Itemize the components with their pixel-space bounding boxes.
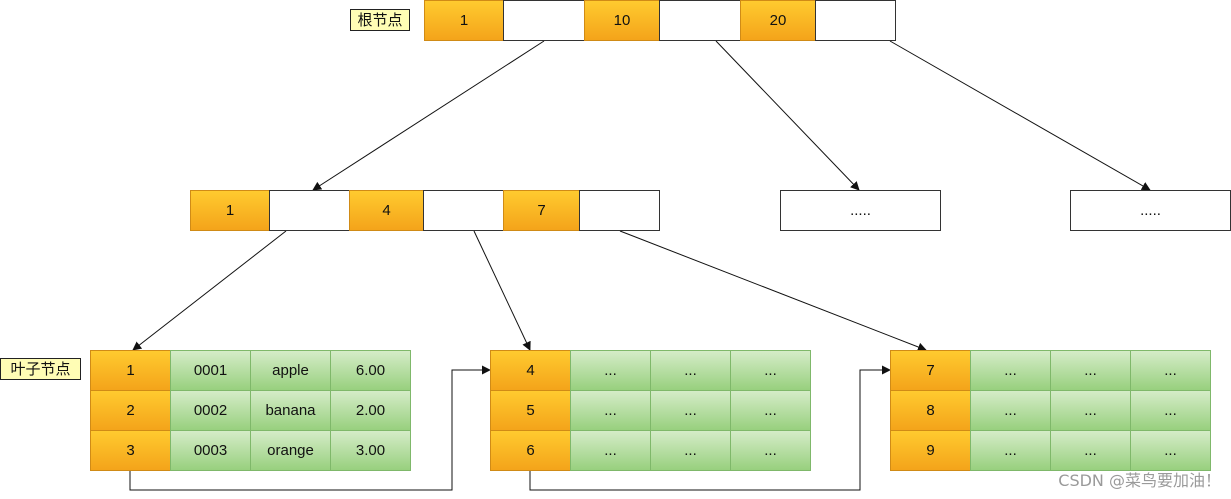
leaf-name-cell: ...: [650, 390, 731, 431]
leaf-key-cell: 1: [90, 350, 171, 391]
internal-key-1: 1: [190, 190, 270, 231]
leaf-price-cell: ...: [730, 430, 811, 471]
internal-key-3: 7: [503, 190, 580, 231]
internal-to-leaf1-arrow: [132, 230, 287, 351]
table-row: 8 ... ... ...: [890, 390, 1211, 431]
root-to-internal-right-arrow: [889, 40, 1151, 191]
leaf2-to-leaf3-link-arrow: [529, 365, 891, 491]
leaf-id-cell: ...: [570, 350, 651, 391]
internal-pointer-2: [423, 190, 504, 231]
internal-key-2: 4: [349, 190, 424, 231]
leaf-name-cell: ...: [1050, 350, 1131, 391]
leaf-price-cell: 6.00: [330, 350, 411, 391]
leaf-id-cell: ...: [570, 430, 651, 471]
leaf-key-cell: 2: [90, 390, 171, 431]
leaf-price-cell: ...: [1130, 350, 1211, 391]
root-node-label: 根节点: [350, 9, 410, 31]
leaf-price-cell: 3.00: [330, 430, 411, 471]
leaf1-to-leaf2-link-arrow: [129, 365, 491, 491]
table-row: 6 ... ... ...: [490, 430, 811, 471]
leaf-key-cell: 6: [490, 430, 571, 471]
watermark: CSDN @菜鸟要加油！: [1058, 471, 1221, 490]
table-row: 7 ... ... ...: [890, 350, 1211, 391]
leaf-name-cell: apple: [250, 350, 331, 391]
table-row: 1 0001 apple 6.00: [90, 350, 411, 391]
root-pointer-2: [659, 0, 741, 41]
table-row: 9 ... ... ...: [890, 430, 1211, 471]
leaf-key-cell: 4: [490, 350, 571, 391]
leaf-price-cell: ...: [1130, 430, 1211, 471]
table-row: 2 0002 banana 2.00: [90, 390, 411, 431]
table-row: 5 ... ... ...: [490, 390, 811, 431]
root-key-2: 10: [584, 0, 660, 41]
internal-node-placeholder-2: .....: [1070, 190, 1231, 231]
internal-node-placeholder-1: .....: [780, 190, 941, 231]
internal-to-leaf3-arrow: [619, 230, 927, 352]
leaf-name-cell: ...: [650, 430, 731, 471]
leaf-id-cell: ...: [970, 390, 1051, 431]
root-key-3: 20: [740, 0, 816, 41]
root-to-internal-middle-arrow: [715, 40, 860, 191]
table-row: 3 0003 orange 3.00: [90, 430, 411, 471]
leaf-id-cell: ...: [570, 390, 651, 431]
leaf-node-2: 4 ... ... ... 5 ... ... ... 6 ... ... ..…: [490, 350, 811, 471]
root-to-internal-left-arrow: [312, 40, 545, 191]
table-row: 4 ... ... ...: [490, 350, 811, 391]
leaf-price-cell: 2.00: [330, 390, 411, 431]
internal-pointer-1: [269, 190, 350, 231]
leaf-price-cell: ...: [730, 350, 811, 391]
leaf-key-cell: 7: [890, 350, 971, 391]
internal-node: 1 4 7: [190, 190, 660, 231]
leaf-key-cell: 9: [890, 430, 971, 471]
leaf-node-label: 叶子节点: [0, 358, 81, 380]
leaf-name-cell: orange: [250, 430, 331, 471]
leaf-name-cell: ...: [1050, 430, 1131, 471]
leaf-id-cell: ...: [970, 430, 1051, 471]
leaf-id-cell: 0003: [170, 430, 251, 471]
root-node: 1 10 20: [424, 0, 896, 41]
leaf-key-cell: 5: [490, 390, 571, 431]
internal-to-leaf2-arrow: [473, 230, 531, 351]
leaf-key-cell: 3: [90, 430, 171, 471]
leaf-price-cell: ...: [1130, 390, 1211, 431]
leaf-node-3: 7 ... ... ... 8 ... ... ... 9 ... ... ..…: [890, 350, 1211, 471]
leaf-name-cell: ...: [650, 350, 731, 391]
leaf-name-cell: ...: [1050, 390, 1131, 431]
root-pointer-3: [815, 0, 896, 41]
leaf-id-cell: 0002: [170, 390, 251, 431]
leaf-id-cell: 0001: [170, 350, 251, 391]
leaf-name-cell: banana: [250, 390, 331, 431]
leaf-price-cell: ...: [730, 390, 811, 431]
root-pointer-1: [503, 0, 585, 41]
internal-pointer-3: [579, 190, 660, 231]
leaf-node-1: 1 0001 apple 6.00 2 0002 banana 2.00 3 0…: [90, 350, 411, 471]
leaf-id-cell: ...: [970, 350, 1051, 391]
root-key-1: 1: [424, 0, 504, 41]
leaf-key-cell: 8: [890, 390, 971, 431]
